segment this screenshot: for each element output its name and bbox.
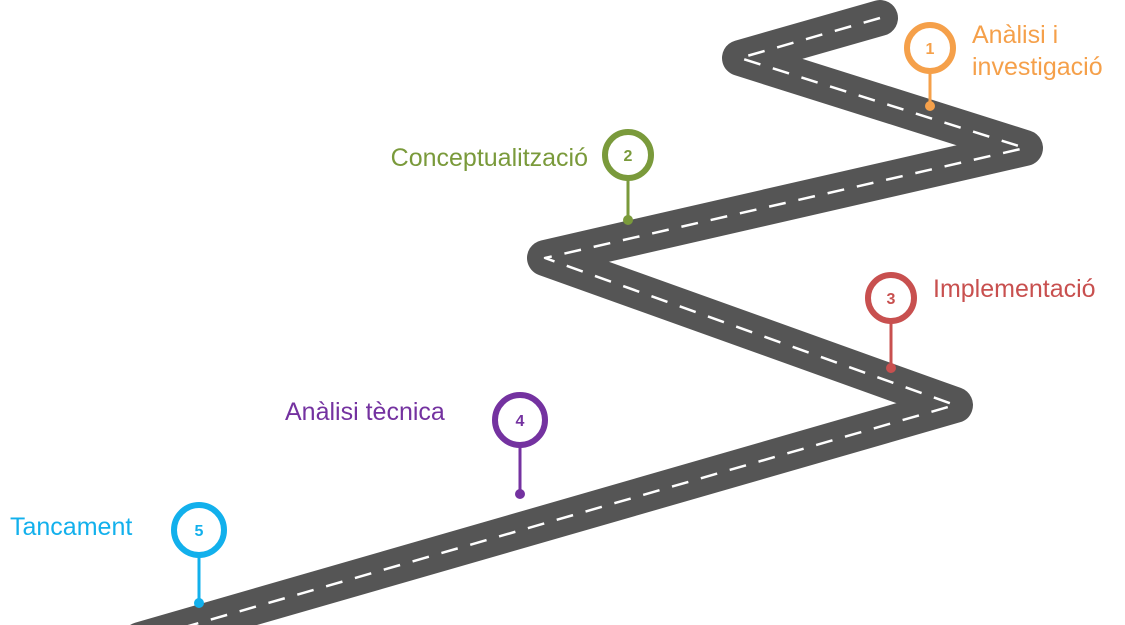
stage-3-pin-circle [865,272,917,324]
stage-4-pin-dot [515,489,525,499]
stage-1-label-line-2: investigació [972,53,1103,81]
stage-2-label-line-1: Conceptualització [391,144,588,172]
stage-5-number: 5 [195,523,204,540]
stage-1-label-line-1: Anàlisi i [972,21,1058,49]
road [130,0,1043,625]
stage-2-pin-dot [623,215,633,225]
stage-1-label: Anàlisi i investigació [972,21,1103,81]
stage-marker-5: 5 Tancament [10,502,227,608]
stage-1-number: 1 [926,41,935,58]
stage-5-pin-dot [194,598,204,608]
stage-2-pin-circle [602,129,654,181]
stage-marker-4: 4 Anàlisi tècnica [285,392,548,499]
stage-3-label: Implementació [933,275,1096,303]
stage-marker-1: 1 Anàlisi i investigació [904,21,1103,111]
stage-marker-3: 3 Implementació [865,272,1096,373]
stage-2-number: 2 [624,148,633,165]
stage-5-pin-circle [171,502,227,558]
stage-marker-2: 2 Conceptualització [391,129,654,225]
stage-2-label: Conceptualització [391,144,588,172]
stage-4-pin-circle [492,392,548,448]
stage-5-label: Tancament [10,513,132,541]
stage-1-pin-circle [904,22,956,74]
stage-3-pin-dot [886,363,896,373]
stage-5-label-line-1: Tancament [10,513,132,541]
stage-4-label: Anàlisi tècnica [285,398,445,426]
stage-4-label-line-1: Anàlisi tècnica [285,398,445,426]
stage-3-label-line-1: Implementació [933,275,1096,303]
stage-1-pin-dot [925,101,935,111]
road-center-dashes [187,16,1027,625]
stage-3-number: 3 [887,291,896,308]
stage-4-number: 4 [516,413,525,430]
